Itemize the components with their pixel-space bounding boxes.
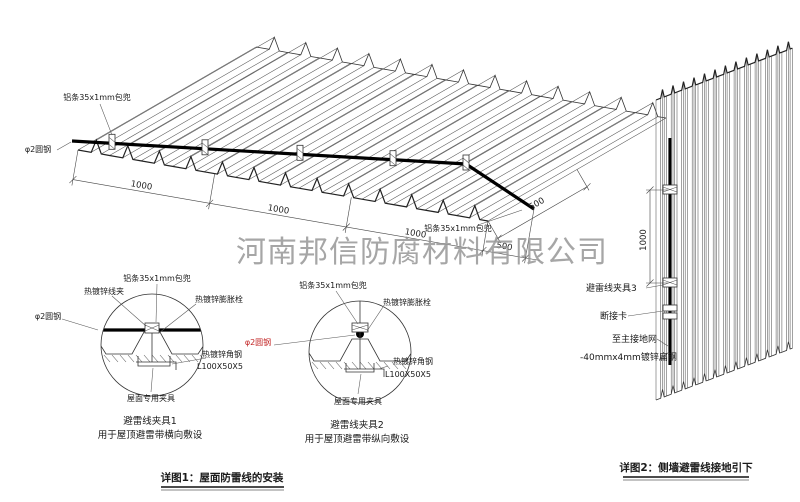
roof-corrugation <box>77 36 667 222</box>
detail1-subtitle: 用于屋顶避雷带横向敷设 <box>98 429 203 441</box>
roof-callout-round-steel: φ2圆钢 <box>25 144 51 154</box>
detail2-section <box>308 300 412 404</box>
roof-dim-500-side: 500 <box>527 196 546 213</box>
wall-fittings <box>662 184 678 320</box>
roof-callout-aluminum-top: 铝条35x1mm包兜 <box>63 92 131 102</box>
detail1-callout-roof-clamp: 屋面专用夹具 <box>127 393 175 403</box>
roof-callout-aluminum-right: 铝条35x1mm包兜 <box>424 223 492 233</box>
roof-dimensions: 1000 1000 1000 500 500 <box>69 149 591 264</box>
detail2-callout-angle-steel: 热镀锌角钢 <box>393 356 433 366</box>
wall-callouts: 避雷线夹具3 断接卡 至主接地网 -40mmx4mm镀锌扁钢 <box>580 282 677 363</box>
detail2-callouts: 铝条35x1mm包兜 热镀锌膨胀栓 φ2圆钢 热镀锌角钢 L100X50X5 屋… <box>245 280 433 445</box>
detail1-callout-anchor: 热镀锌膨胀栓 <box>195 294 243 304</box>
roof-dim-1000-c: 1000 <box>404 227 427 241</box>
roof-dim-1000-a: 1000 <box>130 179 153 193</box>
detail1-callout-aluminum: 铝条35x1mm包兜 <box>123 273 191 283</box>
detail1-title: 避雷线夹具1 <box>123 415 177 427</box>
detail2-callout-aluminum: 铝条35x1mm包兜 <box>299 280 367 290</box>
detail2-callout-angle-spec: L100X50X5 <box>385 370 431 379</box>
wall-callout-flat-steel: -40mmx4mm镀锌扁钢 <box>580 351 677 363</box>
detail1-callouts: 铝条35x1mm包兜 热镀锌线夹 热镀锌膨胀栓 φ2圆钢 热镀锌角钢 L100X… <box>35 273 243 441</box>
detail1-callout-angle-steel: 热镀锌角钢 <box>202 349 242 359</box>
detail1-callout-clip: 热镀锌线夹 <box>84 286 124 296</box>
wall-dim-1000: 1000 <box>639 229 649 251</box>
detail2-callout-anchor: 热镀锌膨胀栓 <box>383 297 431 307</box>
roof-dim-1000-b: 1000 <box>267 203 290 217</box>
detail1-callout-round-steel: φ2圆钢 <box>35 311 61 321</box>
wall-dimension: 1000 <box>639 186 668 287</box>
captions: 详图1：屋面防雷线的安装 详图2：侧墙避雷线接地引下 <box>161 461 753 491</box>
detail1-section <box>100 293 204 397</box>
detail2-callout-roof-clamp: 屋面专用夹具 <box>334 396 382 406</box>
wall-callout-disconnect: 断接卡 <box>600 310 627 322</box>
detail1-callout-angle-spec: L100X50X5 <box>197 362 243 371</box>
wall-corrugation <box>655 41 793 401</box>
detail2-title: 避雷线夹具2 <box>330 419 384 431</box>
detail2-subtitle: 用于屋顶避雷带纵向敷设 <box>305 433 410 445</box>
caption-detail1: 详图1：屋面防雷线的安装 <box>161 471 284 484</box>
detail2-callout-round-steel: φ2圆钢 <box>245 337 271 347</box>
wall-callout-to-ground: 至主接地网 <box>612 333 657 345</box>
caption-detail2: 详图2：侧墙避雷线接地引下 <box>619 461 753 474</box>
wall-callout-clamp3: 避雷线夹具3 <box>586 282 637 294</box>
roof-dim-500-bottom: 500 <box>495 241 513 254</box>
roof-callouts: 铝条35x1mm包兜 φ2圆钢 铝条35x1mm包兜 <box>25 92 523 233</box>
roof-wire-clamps <box>108 133 470 171</box>
